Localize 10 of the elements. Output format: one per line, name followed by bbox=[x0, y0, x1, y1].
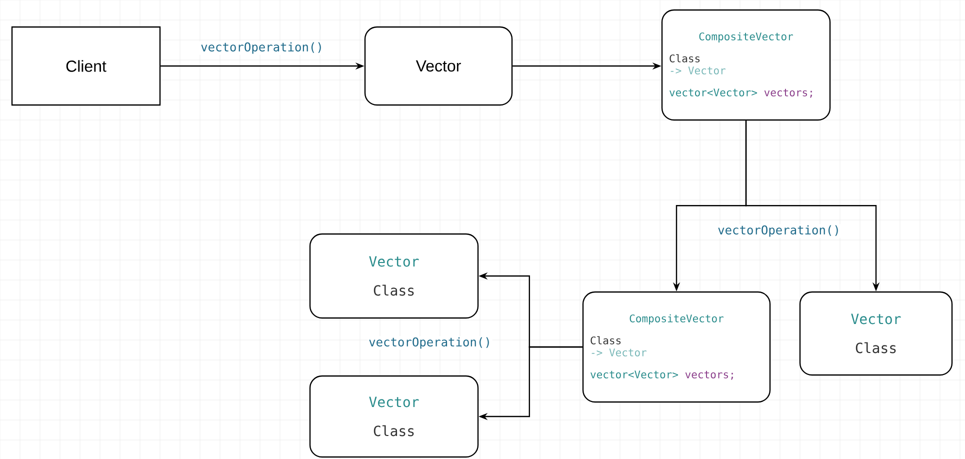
composite-box: CompositeVector Class -> Vector vector<Vector> vectors; bbox=[582, 291, 771, 403]
process-box: Client bbox=[11, 26, 161, 106]
composite-box: CompositeVector Class -> Vector vector<Vector> vectors; bbox=[661, 9, 831, 121]
edge-label: vectorOperation() bbox=[716, 224, 842, 238]
class-box: Vector Class bbox=[309, 233, 479, 319]
edge-label: vectorOperation() bbox=[368, 336, 492, 350]
edge-label: vectorOperation() bbox=[200, 41, 324, 55]
class-box: Vector Class bbox=[309, 375, 479, 458]
class-box: Vector Class bbox=[799, 291, 953, 376]
process-box: Vector bbox=[364, 26, 513, 106]
